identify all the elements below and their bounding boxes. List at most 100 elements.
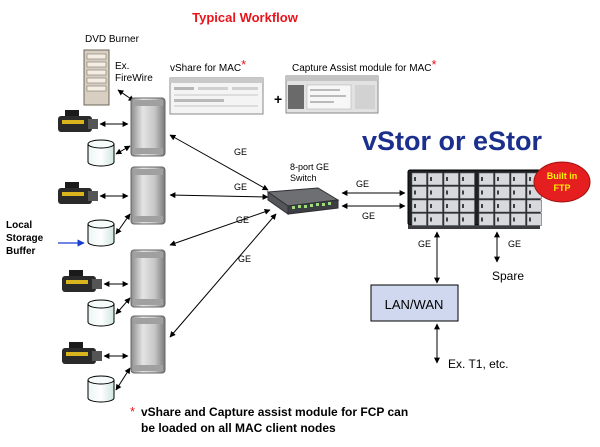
drive-bay-led <box>481 204 483 208</box>
drive-bay <box>459 213 475 226</box>
ge-label-6: GE <box>362 211 375 221</box>
drive-bay-led <box>513 204 515 208</box>
dvd-burner-label: DVD Burner <box>85 34 140 45</box>
firewire-label-1: Ex. <box>115 61 129 72</box>
storage-array <box>407 169 542 229</box>
drive-bay-led <box>481 190 483 195</box>
drive-bay <box>443 186 459 199</box>
spare-label: Spare <box>492 269 524 283</box>
drive-bay <box>478 199 494 213</box>
built-in-ftp-badge: Built in FTP <box>533 161 591 203</box>
drive-bay <box>459 186 475 199</box>
storage-cylinder-4 <box>87 375 115 403</box>
mac-tower-2 <box>130 166 166 225</box>
drive-bay-led <box>446 190 448 195</box>
drive-bay <box>411 199 427 213</box>
drive-bay <box>411 172 427 186</box>
built-in-ftp-label-1: Built in <box>547 171 578 181</box>
drive-bay-led <box>529 217 531 222</box>
mac-tower-4 <box>130 315 166 374</box>
lan-wan-label: LAN/WAN <box>385 297 444 312</box>
switch-label-1: 8-port GE <box>290 162 329 172</box>
built-in-ftp-label-2: FTP <box>554 183 571 193</box>
mac-tower-3 <box>130 249 166 308</box>
mac-tower-1 <box>130 97 166 157</box>
drive-bay-led <box>529 177 531 181</box>
drive-bay-led <box>446 217 448 222</box>
drive-bay-led <box>430 190 432 195</box>
local-storage-label-1: Local <box>6 220 32 231</box>
drive-bay-led <box>446 204 448 208</box>
drive-bay <box>427 172 443 186</box>
drive-bay-led <box>513 177 515 181</box>
storage-title: vStor or eStor <box>362 126 543 156</box>
drive-bay <box>478 172 494 186</box>
drive-bay-led <box>481 177 483 181</box>
drive-bay <box>459 172 475 186</box>
ge-label-4: GE <box>238 254 251 264</box>
drive-bay <box>478 186 494 199</box>
drive-bay-led <box>481 217 483 222</box>
drive-bay-led <box>497 177 499 181</box>
drive-bay-led <box>513 217 515 222</box>
drive-bay <box>427 199 443 213</box>
drive-bay <box>411 186 427 199</box>
drive-bay-led <box>430 204 432 208</box>
drive-bay-led <box>529 204 531 208</box>
drive-bay <box>459 199 475 213</box>
drive-bay <box>443 199 459 213</box>
drive-bay-led <box>529 190 531 195</box>
vshare-label: vShare for MAC* <box>170 57 246 74</box>
drive-bay-led <box>446 177 448 181</box>
plus-sign: + <box>274 91 282 107</box>
local-storage-label-2: Storage <box>6 233 44 244</box>
drive-bay <box>510 172 526 186</box>
drive-bay <box>443 213 459 226</box>
camcorder-1 <box>58 110 98 132</box>
drive-bay-led <box>513 190 515 195</box>
drive-bay <box>478 213 494 226</box>
ge-label-8: GE <box>508 239 521 249</box>
drive-bay-led <box>430 217 432 222</box>
firewire-label-2: FireWire <box>115 73 153 84</box>
ge-label-7: GE <box>418 239 431 249</box>
drive-bay-led <box>414 217 416 222</box>
drive-bay-led <box>462 204 464 208</box>
camcorder-4 <box>62 342 102 364</box>
footnote-line-1: vShare and Capture assist module for FCP… <box>141 405 408 419</box>
drive-bay <box>494 186 510 199</box>
drive-bay <box>494 213 510 226</box>
drive-bay-led <box>497 190 499 195</box>
drive-bay-led <box>497 204 499 208</box>
drive-bay <box>494 199 510 213</box>
ex-t1-label: Ex. T1, etc. <box>448 357 508 371</box>
dvd-burner: DVD Burner <box>83 34 140 106</box>
footnote-line-2: be loaded on all MAC client nodes <box>141 421 336 435</box>
drive-bay <box>510 199 526 213</box>
switch-label-2: Switch <box>290 173 317 183</box>
vshare-screenshot <box>169 77 264 115</box>
camcorder-2 <box>58 182 98 204</box>
capture-assist-screenshot <box>285 75 379 114</box>
ge-label-2: GE <box>234 182 247 192</box>
drive-bay-led <box>414 190 416 195</box>
drive-bay-led <box>430 177 432 181</box>
storage-cylinder-2 <box>87 219 115 247</box>
ge-label-5: GE <box>356 179 369 189</box>
storage-cylinder-1 <box>87 139 115 167</box>
lan-wan-box: LAN/WAN <box>370 284 459 322</box>
drive-bay <box>510 213 526 226</box>
ge-switch <box>266 187 340 215</box>
storage-cylinder-3 <box>87 299 115 327</box>
ge-label-3: GE <box>236 215 249 225</box>
drive-bay-led <box>462 190 464 195</box>
drive-bay-led <box>497 217 499 222</box>
drive-bay <box>411 213 427 226</box>
drive-bay <box>510 186 526 199</box>
diagram-title: Typical Workflow <box>192 10 299 25</box>
drive-bay <box>443 172 459 186</box>
drive-bay <box>494 172 510 186</box>
drive-bay <box>427 213 443 226</box>
drive-bay-led <box>414 204 416 208</box>
